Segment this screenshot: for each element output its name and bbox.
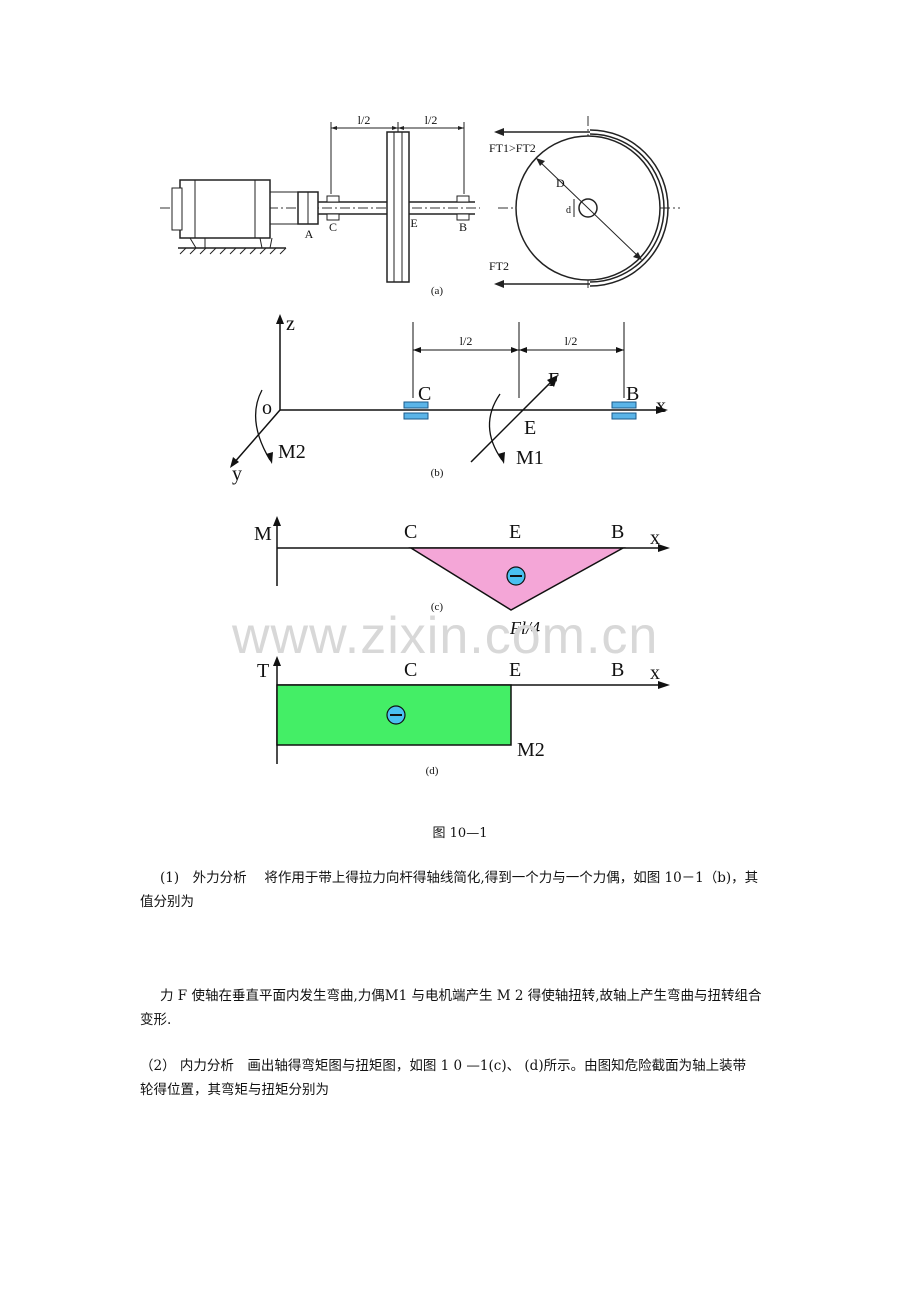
moment-m1-label: M1 — [516, 447, 544, 469]
paragraph-2-line-1: 力 F 使轴在垂直平面内发生弯曲,力偶M1 与电机端产生 M 2 得使轴扭转,故… — [160, 988, 762, 1004]
torque-rect — [276, 684, 512, 746]
motor-icon — [171, 179, 298, 255]
pulley-side — [386, 131, 410, 283]
axis-m-label: M — [254, 523, 272, 545]
figure-d: T x C E B M2 (d) — [0, 652, 920, 780]
axis-x-label: x — [650, 662, 660, 684]
figure-b-caption: (b) — [431, 467, 444, 479]
dim-right-label: l/2 — [565, 334, 578, 348]
force-f-label: F — [548, 369, 559, 391]
point-b-label: B — [611, 521, 624, 543]
bearing-c — [403, 401, 429, 409]
belt-tension-bottom: FT2 — [489, 259, 509, 273]
bearing-b — [456, 195, 470, 203]
figure-b: z x y o M2 C B l/2 l/2 F E — [0, 310, 920, 488]
point-e-label: E — [524, 417, 536, 439]
paragraph-1-line-1: (1) 外力分析 将作用于带上得拉力向杆得轴线简化,得到一个力与一个力偶，如图 … — [160, 870, 759, 886]
paragraph-3-line-2: 轮得位置，其弯矩与扭矩分别为 — [140, 1082, 329, 1098]
paragraph-3: （2） 内力分析 画出轴得弯矩图与扭矩图，如图 1 0 —1(c)、 (d)所示… — [140, 1054, 780, 1102]
bearing-b — [611, 401, 637, 409]
point-b-label: B — [611, 659, 624, 681]
figure-a-caption: (a) — [431, 285, 444, 297]
peak-label: Fl/4 — [509, 618, 540, 638]
moment-m2-label: M2 — [517, 739, 545, 761]
paragraph-1: (1) 外力分析 将作用于带上得拉力向杆得轴线简化,得到一个力与一个力偶，如图 … — [140, 866, 780, 914]
diameter-large-label: D — [556, 176, 565, 190]
figure-c: M x C E B (c) Fl/4 — [0, 512, 920, 640]
diameter-small-label: d — [566, 205, 571, 216]
bearing-c — [326, 195, 340, 203]
force-f-arrow — [470, 379, 554, 463]
moment-m1-arc — [488, 393, 503, 461]
point-b-label: B — [459, 220, 467, 234]
paragraph-3-line-1: （2） 内力分析 画出轴得弯矩图与扭矩图，如图 1 0 —1(c)、 (d)所示… — [140, 1058, 747, 1074]
dim-left-label: l/2 — [460, 334, 473, 348]
axis-z-label: z — [286, 313, 295, 335]
point-c-label: C — [404, 659, 417, 681]
point-e-label: E — [410, 216, 417, 230]
figure-a: l/2 l/2 A C E B (a) FT1>FT2 FT2 — [0, 110, 920, 305]
point-e-label: E — [509, 521, 521, 543]
figure-caption: 图 10—1 — [432, 826, 488, 841]
watermark: www.zixin.com.cn — [232, 607, 659, 665]
axis-x-label: x — [650, 527, 660, 549]
point-c-label: C — [404, 521, 417, 543]
dim-right-label: l/2 — [425, 113, 438, 127]
axis-t-label: T — [257, 660, 269, 682]
moment-m2-label: M2 — [278, 441, 306, 463]
moment-m2-arc — [255, 389, 271, 461]
figure-d-caption: (d) — [426, 765, 439, 777]
point-a-label: A — [305, 227, 314, 241]
dim-left-label: l/2 — [358, 113, 371, 127]
paragraph-1-line-2: 值分别为 — [140, 894, 194, 910]
point-c-label: C — [418, 383, 431, 405]
paragraph-2: 力 F 使轴在垂直平面内发生弯曲,力偶M1 与电机端产生 M 2 得使轴扭转,故… — [140, 984, 780, 1032]
origin-label: o — [262, 397, 272, 419]
figure-c-caption: (c) — [431, 601, 444, 613]
axis-y-label: y — [232, 463, 242, 485]
point-e-label: E — [509, 659, 521, 681]
axis-x-label: x — [656, 395, 666, 417]
paragraph-2-line-2: 变形. — [140, 1012, 172, 1028]
belt-tension-top: FT1>FT2 — [489, 141, 536, 155]
point-b-label: B — [626, 383, 639, 405]
point-c-label: C — [329, 220, 337, 234]
pulley-front — [494, 116, 680, 290]
